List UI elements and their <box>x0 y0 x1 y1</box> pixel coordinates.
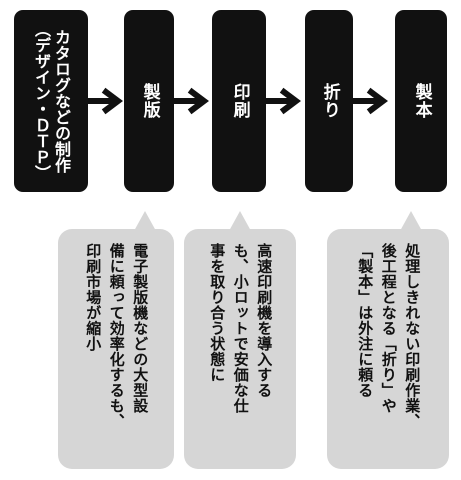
note-line: 事を取り合う状態に <box>208 243 227 383</box>
note-line: 電子製版機などの大型設 <box>131 243 150 414</box>
stage-plate-making-label: 製版 <box>139 83 160 119</box>
note-line: 後工程となる「折り」や <box>379 243 398 414</box>
note-line: 高速印刷機を導入する <box>255 243 274 398</box>
stage-folding-label: 折り <box>319 83 340 119</box>
bubble-tail <box>134 211 156 231</box>
stage-catalog-production: カタログなどの制作 （デザイン・ＤＴＰ） <box>14 10 88 192</box>
bubble-tail <box>400 211 422 231</box>
arrow-right-icon <box>265 87 302 115</box>
arrow-right-icon <box>87 87 124 115</box>
stage-catalog-production-line2: （デザイン・ＤＴＰ） <box>32 21 51 181</box>
bubble-tail <box>229 211 251 231</box>
note-bubble-plate-making: 電子製版機などの大型設 備に頼って効率化するも、 印刷市場が縮小 <box>58 229 174 469</box>
stage-folding: 折り <box>305 10 353 192</box>
stage-plate-making: 製版 <box>124 10 174 192</box>
stage-printing: 印刷 <box>212 10 266 192</box>
arrow-right-icon <box>352 87 389 115</box>
stage-binding-label: 製本 <box>411 83 432 119</box>
note-line: 備に頼って効率化するも、 <box>107 243 126 429</box>
note-line: 印刷市場が縮小 <box>84 243 103 352</box>
note-line: 「製本」は外注に頼る <box>356 243 375 398</box>
stage-printing-label: 印刷 <box>229 83 250 119</box>
note-line: も、小ロットで安価な仕 <box>231 243 250 414</box>
stage-binding: 製本 <box>395 10 447 192</box>
note-line: 処理しきれない印刷作業、 <box>403 243 422 429</box>
note-bubble-folding-binding: 処理しきれない印刷作業、 後工程となる「折り」や 「製本」は外注に頼る <box>327 229 449 469</box>
arrow-right-icon <box>173 87 210 115</box>
stage-catalog-production-line1: カタログなどの制作 <box>52 29 71 173</box>
note-bubble-printing: 高速印刷機を導入する も、小ロットで安価な仕 事を取り合う状態に <box>184 229 296 469</box>
